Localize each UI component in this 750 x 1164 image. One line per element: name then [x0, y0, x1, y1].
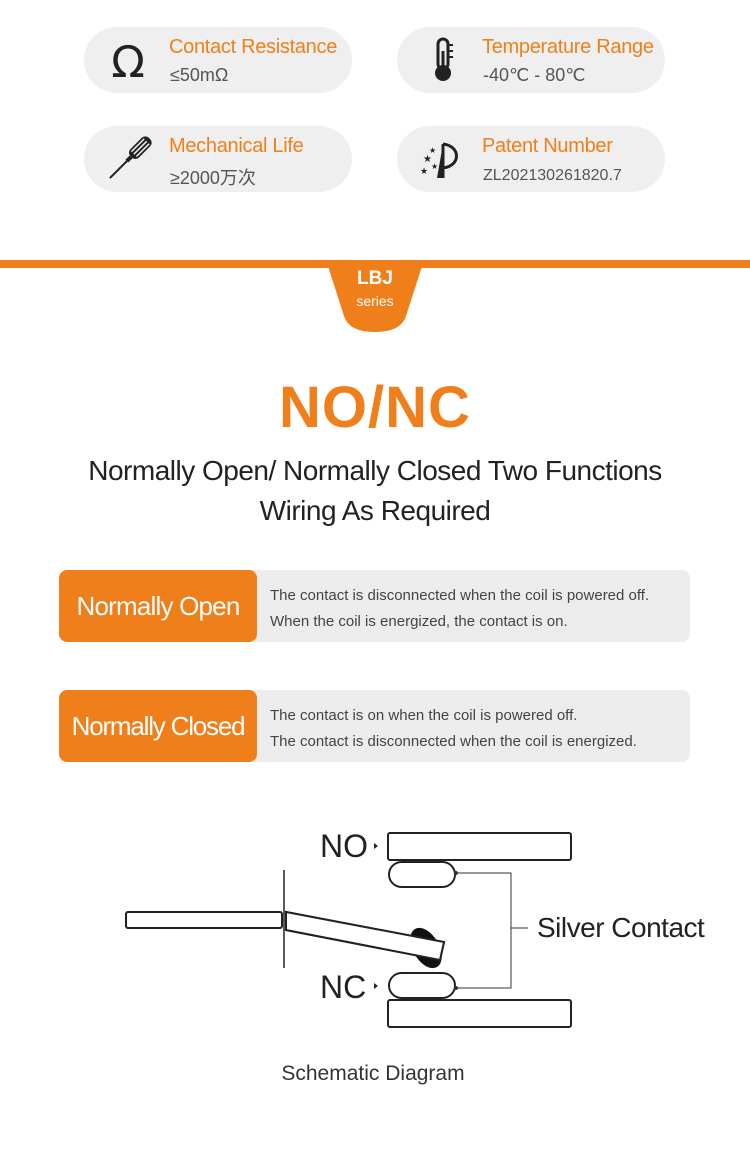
spec-label: Patent Number: [482, 135, 613, 157]
ohm-icon: Ω: [111, 37, 145, 83]
mode-label: Normally Closed: [59, 690, 257, 762]
svg-text:Ω: Ω: [111, 37, 145, 83]
spec-value: ≤50mΩ: [170, 65, 229, 85]
nc-arrow-icon: [374, 983, 378, 989]
spec-value: ≥2000万次: [170, 168, 256, 188]
spec-patent-number: ★ ★ ★ ★ Patent Number ZL202130261820.7: [397, 126, 665, 192]
series-badge: [326, 260, 424, 332]
patent-icon: ★ ★ ★ ★: [420, 142, 458, 178]
page-title: NO/NC: [279, 375, 471, 440]
svg-text:★: ★: [431, 162, 438, 171]
diagram-caption: Schematic Diagram: [281, 1062, 465, 1085]
common-arm-base: [125, 911, 283, 929]
moving-contact: [410, 927, 442, 969]
subtitle-line2: Wiring As Required: [259, 495, 491, 526]
svg-text:★: ★: [423, 154, 432, 165]
nc-terminal-bar: [387, 999, 572, 1028]
spec-value: -40℃ - 80℃: [483, 65, 586, 85]
no-terminal-bar: [387, 832, 572, 861]
svg-text:★: ★: [420, 167, 428, 177]
spec-label: Temperature Range: [482, 36, 654, 58]
no-label: NO: [320, 828, 368, 864]
badge-series-word: series: [356, 293, 394, 309]
spec-label: Contact Resistance: [169, 36, 338, 58]
nc-label: NC: [320, 969, 366, 1005]
badge-series-code: LBJ: [357, 268, 393, 289]
svg-text:★: ★: [429, 146, 436, 155]
mode-label: Normally Open: [59, 570, 257, 642]
screwdriver-icon: [109, 136, 152, 179]
spec-temperature-range: Temperature Range -40℃ - 80℃: [397, 27, 665, 93]
spec-contact-resistance: Ω Contact Resistance ≤50mΩ: [84, 27, 352, 93]
thermometer-icon: [435, 37, 453, 81]
mode-row-normally-closed: Normally Closed The contact is on when t…: [59, 690, 690, 762]
no-silver-contact: [388, 861, 456, 888]
spec-value: ZL202130261820.7: [483, 167, 622, 184]
silver-contact-label: Silver Contact: [537, 912, 705, 943]
mode-description: When the coil is energized, the contact …: [270, 613, 568, 630]
leader-line: [456, 872, 512, 989]
spec-mechanical-life: Mechanical Life ≥2000万次: [84, 126, 352, 192]
mode-row-normally-open: Normally Open The contact is disconnecte…: [59, 570, 690, 642]
mode-description: The contact is on when the coil is power…: [270, 707, 578, 724]
nc-silver-contact: [388, 972, 456, 999]
no-arrow-icon: [374, 843, 378, 849]
subtitle-line1: Normally Open/ Normally Closed Two Funct…: [88, 455, 662, 486]
mode-description: The contact is disconnected when the coi…: [270, 587, 650, 604]
moving-arm: [285, 910, 446, 962]
spec-label: Mechanical Life: [169, 135, 304, 157]
mode-description: The contact is disconnected when the coi…: [270, 733, 637, 750]
